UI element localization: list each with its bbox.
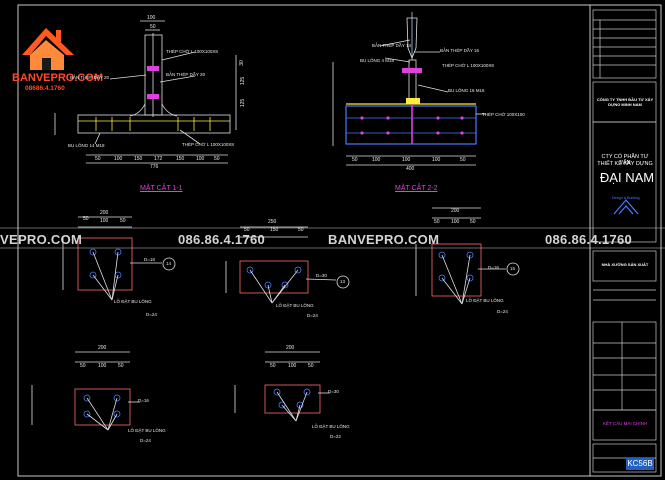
plate-3 bbox=[415, 207, 520, 305]
plate1-dim-total: 200 bbox=[100, 210, 109, 216]
watermark-site-left: VEPRO.COM bbox=[0, 232, 83, 247]
brand-house-logo-icon bbox=[22, 28, 74, 70]
plate3-dim-b: 100 bbox=[451, 219, 460, 225]
label-steel-100: THÉP CHỜ 100X100 bbox=[482, 112, 525, 117]
label-steel-angle-3: THÉP CHỜ L 100X100X8 bbox=[442, 63, 494, 68]
dim-right-1: 30 bbox=[238, 60, 245, 66]
tb-sheet-name: KẾT CẤU MÁI CHÍNH bbox=[602, 421, 648, 426]
dim-total-2: 400 bbox=[406, 166, 415, 172]
plate2-dim-total: 250 bbox=[268, 219, 277, 225]
plate4-dim-a: 50 bbox=[80, 363, 86, 369]
plate2-tag: 13 bbox=[340, 279, 346, 284]
label-plate-20b: BẢN THÉP DẦY 20 bbox=[166, 72, 206, 77]
plate1-dim-c: 50 bbox=[120, 218, 126, 224]
company-logo-icon bbox=[613, 199, 639, 215]
tb-sheet-code: KC56B bbox=[626, 458, 654, 470]
plate5-dia: D=30 bbox=[328, 389, 339, 394]
tb-logo-caption: Design & Building bbox=[612, 196, 640, 200]
dim-bottom-3: 150 bbox=[134, 156, 143, 162]
label-plate-20a: BẢN THÉP DẦY 20 bbox=[70, 75, 110, 80]
plate5-hole-d: D=22 bbox=[330, 434, 341, 439]
dim-top-2: 50 bbox=[150, 24, 156, 30]
dim-top-1: 100 bbox=[147, 15, 156, 21]
plate4-hole-d: D=24 bbox=[140, 438, 151, 443]
plate-4 bbox=[31, 351, 140, 431]
dim2-bottom-1: 50 bbox=[352, 157, 358, 163]
plate-1 bbox=[62, 216, 176, 301]
plate1-hole-d: D=24 bbox=[146, 312, 157, 317]
plate4-dim-b: 100 bbox=[98, 363, 107, 369]
plate1-dim-b: 100 bbox=[100, 218, 109, 224]
plate1-hole: LỖ ĐẶT BU LÔNG bbox=[114, 299, 152, 304]
dim2-bottom-5: 50 bbox=[460, 157, 466, 163]
section-2-title: MẶT CẮT 2-2 bbox=[395, 185, 438, 192]
title-block-grid bbox=[592, 9, 657, 473]
plate3-hole-d: D=24 bbox=[497, 309, 508, 314]
plate3-dim-total: 200 bbox=[451, 208, 460, 214]
plate3-hole: LỖ ĐẶT BU LÔNG bbox=[466, 298, 504, 303]
plate5-dim-a: 50 bbox=[270, 363, 276, 369]
dim-bottom-6: 100 bbox=[196, 156, 205, 162]
dim-bottom-4: 172 bbox=[154, 156, 163, 162]
plate1-dim-a: 50 bbox=[83, 216, 89, 222]
plate1-tag: 14 bbox=[166, 261, 172, 266]
label-bolt-m16: BU LÔNG 16 M16 bbox=[448, 88, 485, 93]
section-1-title: MẶT CẮT 1-1 bbox=[140, 185, 183, 192]
tb-company-line1: CTY CỔ PHẦN TƯ VẤN bbox=[601, 154, 649, 166]
label-steel-angle-2: THÉP CHỜ L 100X100X8 bbox=[182, 142, 234, 147]
plate2-dia: D=30 bbox=[316, 273, 327, 278]
label-steel-angle: THÉP CHỜ L 100X100X8 bbox=[166, 49, 218, 54]
plate5-hole: LỖ ĐẶT BU LÔNG bbox=[312, 424, 350, 429]
label-plate-16: BẢN THÉP DẦY 16 bbox=[440, 48, 480, 53]
tb-company-name: ĐẠI NAM bbox=[599, 170, 655, 185]
plate3-dim-a: 50 bbox=[434, 219, 440, 225]
watermark-phone-1: 086.86.4.1760 bbox=[178, 232, 266, 247]
label-bolt-m18-2: BU LÔNG 4 M18 bbox=[360, 58, 395, 63]
plate-2 bbox=[225, 226, 350, 304]
brand-name: BANVEPRO.COM bbox=[12, 72, 104, 84]
tb-company-line2: THIẾT KẾ XÂY DỰNG bbox=[597, 161, 653, 167]
plate4-dim-total: 200 bbox=[98, 345, 107, 351]
plate4-hole: LỖ ĐẶT BU LÔNG bbox=[128, 428, 166, 433]
dim-bottom-1: 50 bbox=[95, 156, 101, 162]
plate2-dim-c: 50 bbox=[298, 227, 304, 233]
drawing-border bbox=[17, 4, 662, 477]
dim2-bottom-2: 100 bbox=[372, 157, 381, 163]
plate5-dim-total: 200 bbox=[286, 345, 295, 351]
plate5-dim-c: 50 bbox=[308, 363, 314, 369]
label-plate-14: BẢN THÉP DẦY 14 bbox=[372, 43, 412, 48]
plate2-dim-a: 50 bbox=[244, 227, 250, 233]
plate1-dia: D=18 bbox=[144, 257, 155, 262]
dim-bottom-5: 150 bbox=[176, 156, 185, 162]
plate5-dim-b: 100 bbox=[288, 363, 297, 369]
plate2-hole-d: D=24 bbox=[307, 313, 318, 318]
plate4-dia: D=16 bbox=[138, 398, 149, 403]
section-1-1 bbox=[54, 20, 237, 164]
plate2-dim-b: 150 bbox=[270, 227, 279, 233]
tb-owner: CÔNG TY TNHH ĐẦU TƯ XÂY DỰNG MINH NAM bbox=[596, 97, 654, 107]
watermark-phone-2: 086.86.4.1760 bbox=[545, 232, 633, 247]
dim2-bottom-3: 100 bbox=[402, 157, 411, 163]
dim-bottom-7: 50 bbox=[214, 156, 220, 162]
dim-right-3: 125 bbox=[240, 98, 247, 108]
dim-right-2: 125 bbox=[240, 76, 247, 86]
dim-bottom-2: 100 bbox=[114, 156, 123, 162]
dim2-bottom-4: 100 bbox=[432, 157, 441, 163]
section-2-2 bbox=[332, 12, 486, 166]
label-bolt-m18: BU LÔNG 14 M18 bbox=[68, 143, 105, 148]
tb-project: NHÀ XƯỞNG SẢN XUẤT bbox=[601, 262, 649, 267]
plate3-dia: D=16 bbox=[488, 265, 499, 270]
plate-5 bbox=[234, 351, 330, 422]
dim-total-1: 776 bbox=[150, 164, 159, 170]
plate3-dim-c: 50 bbox=[470, 219, 476, 225]
brand-phone: 08686.4.1760 bbox=[25, 85, 65, 92]
plate2-hole: LỖ ĐẶT BU LÔNG bbox=[276, 303, 314, 308]
plate3-tag: 15 bbox=[510, 266, 516, 271]
watermark-site: BANVEPRO.COM bbox=[328, 232, 440, 247]
plate4-dim-c: 50 bbox=[118, 363, 124, 369]
